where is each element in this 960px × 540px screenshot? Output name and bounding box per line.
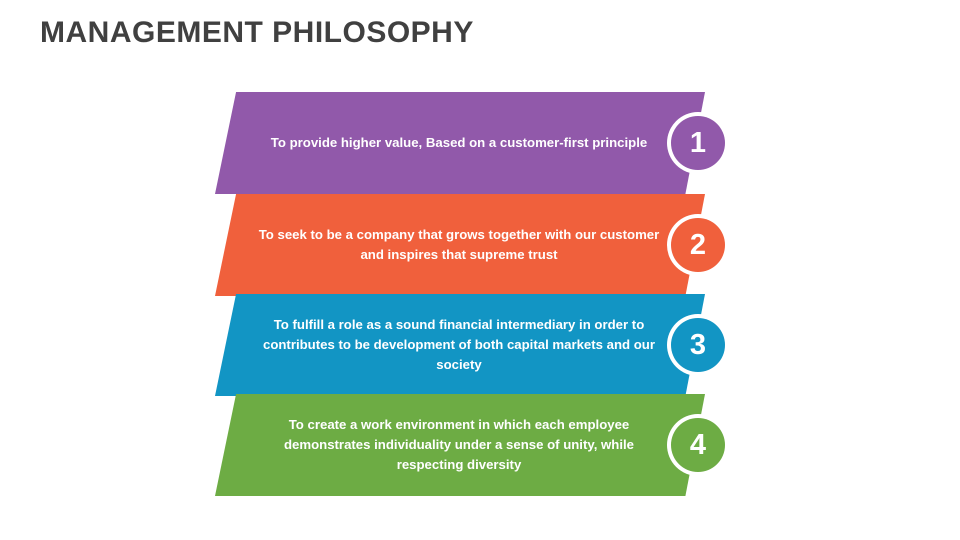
band-shape-3 bbox=[215, 294, 705, 396]
step-number-circle-icon-1[interactable]: 1 bbox=[667, 112, 729, 174]
philosophy-band-2[interactable]: To seek to be a company that grows toget… bbox=[215, 194, 740, 296]
band-shape-1 bbox=[215, 92, 705, 194]
band-shape-4 bbox=[215, 394, 705, 496]
philosophy-band-4[interactable]: To create a work environment in which ea… bbox=[215, 394, 740, 496]
band-text-1: To provide higher value, Based on a cust… bbox=[270, 135, 648, 150]
band-text-3: To fulfill a role as a sound financial i… bbox=[262, 317, 655, 372]
band-text-4: To create a work environment in which ea… bbox=[283, 417, 635, 472]
step-number-circle-icon-2[interactable]: 2 bbox=[667, 214, 729, 276]
band-number-1: 1 bbox=[671, 116, 725, 170]
page-title: MANAGEMENT PHILOSOPHY bbox=[40, 16, 474, 49]
philosophy-band-1[interactable]: To provide higher value, Based on a cust… bbox=[215, 92, 740, 194]
band-number-3: 3 bbox=[671, 318, 725, 372]
philosophy-band-3[interactable]: To fulfill a role as a sound financial i… bbox=[215, 294, 740, 396]
band-number-2: 2 bbox=[671, 218, 725, 272]
step-number-circle-icon-4[interactable]: 4 bbox=[667, 414, 729, 476]
band-shape-2 bbox=[215, 194, 705, 296]
step-number-circle-icon-3[interactable]: 3 bbox=[667, 314, 729, 376]
band-text-2: To seek to be a company that grows toget… bbox=[258, 227, 660, 262]
band-number-4: 4 bbox=[671, 418, 725, 472]
